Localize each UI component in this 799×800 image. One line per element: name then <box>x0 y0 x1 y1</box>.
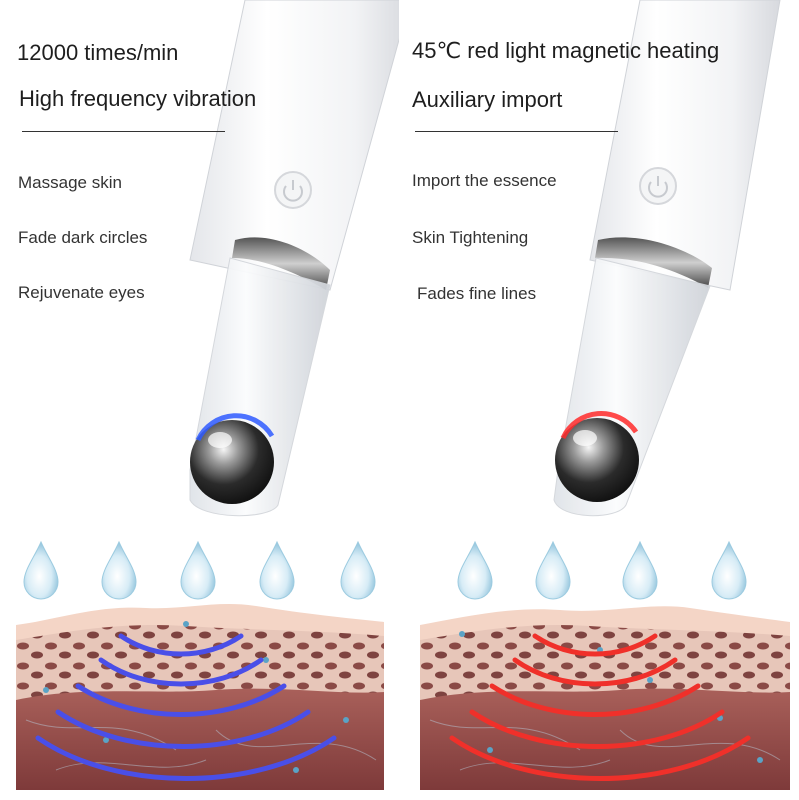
water-drop-icon <box>711 540 747 600</box>
feature-item: Rejuvenate eyes <box>18 283 145 302</box>
water-drop-icon <box>622 540 658 600</box>
vibration-panel: 12000 times/min High frequency vibration… <box>0 0 399 800</box>
feature-item: Fade dark circles <box>18 228 148 247</box>
vibration-waves <box>35 633 337 781</box>
power-icon[interactable] <box>639 167 677 205</box>
speed-text: 45℃ red light magnetic heating <box>412 38 720 63</box>
feature-item: Massage skin <box>18 173 122 192</box>
eye-massager-wand <box>189 0 399 517</box>
feature-item: Skin Tightening <box>412 228 529 247</box>
skin-layer-illustration <box>16 604 384 790</box>
eye-massager-wand <box>553 0 781 517</box>
feature-item: Fades fine lines <box>417 284 537 303</box>
water-drop-icon <box>340 540 376 600</box>
heating-panel: 45℃ red light magnetic heating Auxiliary… <box>400 0 799 800</box>
water-drop-icon <box>259 540 295 600</box>
feature-item: Import the essence <box>412 171 557 190</box>
water-drops-row <box>457 540 747 600</box>
mode-title: High frequency vibration <box>19 86 257 111</box>
speed-text: 12000 times/min <box>17 40 179 65</box>
water-drop-icon <box>23 540 59 600</box>
divider <box>415 131 618 132</box>
water-drop-icon <box>535 540 571 600</box>
power-icon[interactable] <box>274 171 312 209</box>
water-drop-icon <box>180 540 216 600</box>
heat-waves <box>449 633 751 781</box>
skin-layer-illustration <box>420 606 790 790</box>
water-drop-icon <box>457 540 493 600</box>
mode-title: Auxiliary import <box>412 87 563 112</box>
water-drop-icon <box>101 540 137 600</box>
water-drops-row <box>23 540 376 600</box>
divider <box>22 131 225 132</box>
